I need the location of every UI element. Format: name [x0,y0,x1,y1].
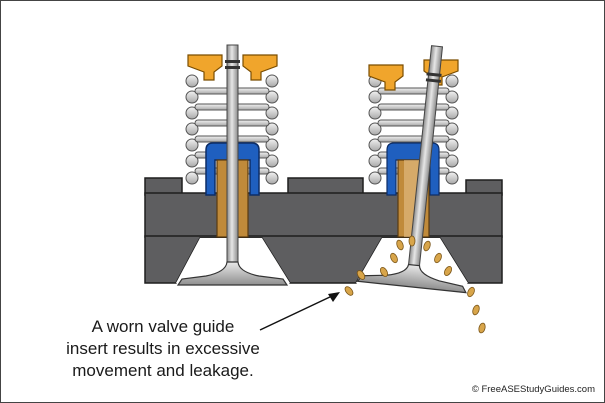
leak-drops [344,235,486,334]
caption-line-1: A worn valve guide [91,317,235,336]
valve-assembly-good [176,44,289,286]
valve-assembly-worn [356,45,467,294]
valve-head-worn [356,263,467,294]
retainer-worn [368,59,459,91]
caption-line-3: movement and leakage. [72,361,254,380]
retainer-good [187,54,278,81]
caption: A worn valve guide insert results in exc… [58,316,268,382]
valve-stem-good [226,44,239,271]
valve-seal-good [205,142,260,196]
valve-head-good [176,261,289,286]
cylinder-head [144,177,503,284]
caption-line-2: insert results in excessive [66,339,260,358]
credit-text: © FreeASEStudyGuides.com [471,384,595,395]
pointer-arrow [259,292,340,331]
